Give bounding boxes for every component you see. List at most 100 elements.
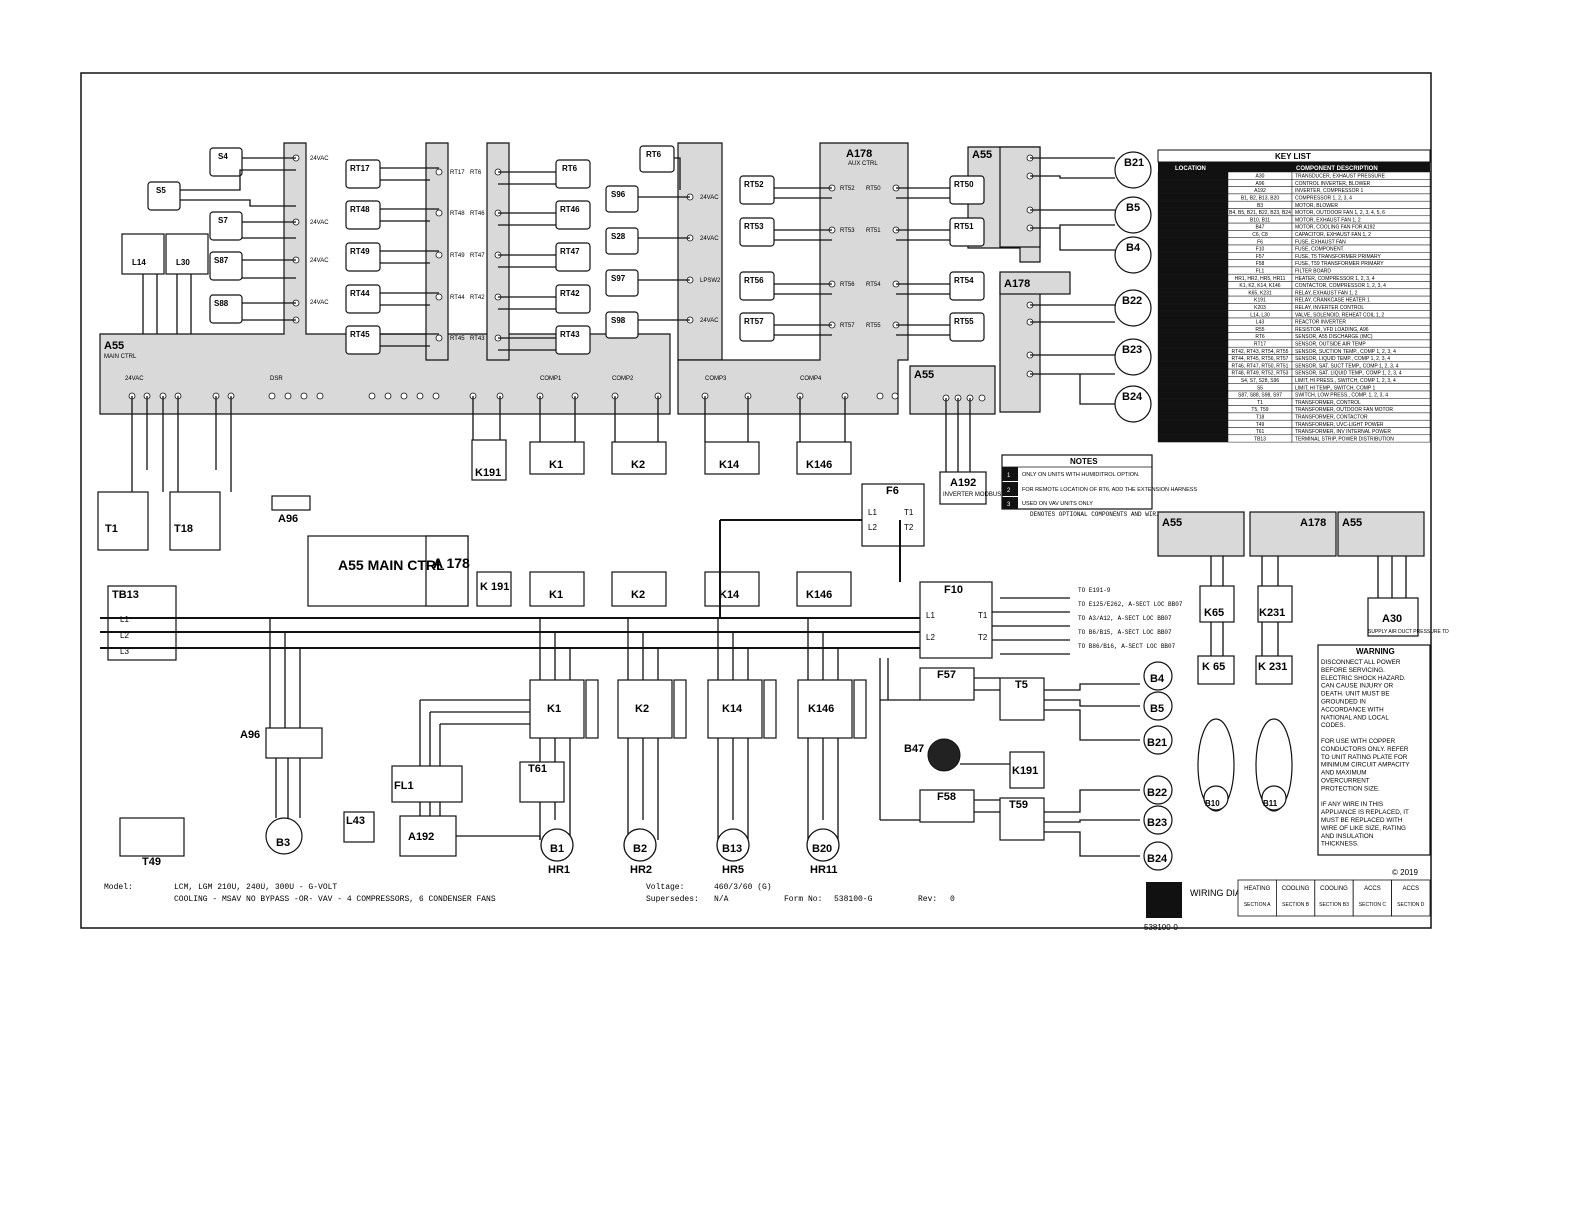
- warning-line: GROUNDED IN: [1321, 699, 1366, 706]
- svg-text:L1: L1: [120, 615, 129, 624]
- svg-text:3: 3: [1007, 502, 1011, 508]
- aux-k146-label: K146: [806, 589, 832, 601]
- key-row-description: SENSOR, A55 DISCHARGE (IMC): [1295, 334, 1373, 340]
- svg-text:RT49: RT49: [450, 253, 465, 259]
- f10-label: F10: [944, 584, 963, 596]
- warning-line: IF ANY WIRE IN THIS: [1321, 801, 1383, 808]
- key-row-component: RT17: [1254, 342, 1266, 348]
- key-row-description: CONTACTOR, COMPRESSOR 1, 2, 3, 4: [1295, 283, 1386, 289]
- contactor-k14-label: K14: [722, 703, 743, 715]
- warning-line: MUST BE REPLACED WITH: [1321, 817, 1403, 824]
- flow-cell-section: SECTION A: [1244, 902, 1271, 908]
- key-row-description: MOTOR, COOLING FAN FOR A192: [1295, 225, 1375, 231]
- sensor-rt6-remote-label: RT6: [646, 150, 662, 159]
- svg-text:RT6: RT6: [470, 170, 482, 176]
- key-row-description: TRANSFORMER, CONTROL: [1295, 400, 1361, 406]
- key-row-location-cell: [1157, 222, 1229, 231]
- key-row-location-cell: [1157, 237, 1229, 246]
- copyright: © 2019: [1392, 868, 1418, 877]
- key-row-component: T61: [1256, 429, 1265, 435]
- exhaust-relay-coils: A55 A178 A55 K65 K231 A30 SUPPLY AIR DUC…: [1157, 511, 1449, 637]
- doc-number: 538100-0: [1144, 923, 1178, 932]
- coil-k65-label: K65: [1204, 607, 1224, 619]
- key-row-component: RT46, RT47, RT50, RT51: [1232, 363, 1289, 369]
- warning-line: TO UNIT RATING PLATE FOR: [1321, 754, 1408, 761]
- key-row-location-cell: [1157, 252, 1229, 260]
- sensor-rt53-label: RT53: [744, 222, 764, 231]
- flow-cell-name: COOLING: [1282, 886, 1310, 892]
- key-row-component: RT6: [1255, 334, 1265, 340]
- key-row-component: R55: [1255, 327, 1264, 333]
- contactor-k146-label: K146: [808, 703, 834, 715]
- dest-4: TO B6/B15, A-SECT LOC BB07: [1078, 629, 1172, 636]
- title-block: Model: LCM, LGM 210U, 240U, 300U - G-VOL…: [104, 879, 1431, 932]
- warning-line: AND MAXIMUM: [1321, 770, 1366, 777]
- key-row-description: FUSE, EXHAUST FAN: [1295, 239, 1346, 245]
- key-row-component: K203: [1254, 305, 1266, 311]
- key-row-description: FUSE, T59 TRANSFORMER PRIMARY: [1295, 261, 1384, 267]
- relay-k231-label: K 231: [1258, 661, 1287, 673]
- svg-text:LPSW2: LPSW2: [700, 278, 721, 284]
- key-row-description: LIMIT, HI PRESS., SWITCH, COMP 1, 2, 3, …: [1295, 378, 1396, 384]
- warning-line: DISCONNECT ALL POWER: [1321, 659, 1401, 666]
- key-row-description: SWITCH, LOW PRESS., COMP. 1, 2, 3, 4: [1295, 393, 1388, 399]
- flow-cell: [1391, 879, 1431, 917]
- relay-k65-label: K 65: [1202, 661, 1225, 673]
- fan-b23-bottom-label: B23: [1147, 817, 1167, 829]
- key-row-location-cell: [1157, 288, 1229, 297]
- flow-cell: [1276, 879, 1316, 917]
- warning-title: WARNING: [1356, 647, 1395, 656]
- flow-cell-section: SECTION D: [1397, 902, 1425, 908]
- svg-text:T1: T1: [978, 611, 988, 620]
- supersedes-value: N/A: [714, 895, 729, 904]
- svg-text:24VAC: 24VAC: [700, 195, 719, 201]
- key-row-location-cell: [1157, 201, 1229, 209]
- sensor-rt42-label: RT42: [560, 289, 580, 298]
- key-row-description: INVERTER, COMPRESSOR 1: [1295, 188, 1363, 194]
- key-row-description: LIMIT, HI TEMP., SWITCH, COMP 1: [1295, 385, 1376, 391]
- fan-b22-top-label: B22: [1122, 295, 1142, 307]
- sensor-rt6-label: RT6: [562, 164, 578, 173]
- key-row-location-cell: [1157, 412, 1229, 421]
- key-row-component: A30: [1256, 174, 1265, 180]
- warning-line: ELECTRIC SHOCK HAZARD.: [1321, 675, 1406, 682]
- key-row-location-cell: [1157, 230, 1229, 238]
- key-row-component: F10: [1256, 247, 1265, 253]
- a55-left-label: A55: [104, 340, 124, 352]
- key-row-description: SENSOR, SAT. LIQUID TEMP., COMP 1, 2, 3,…: [1295, 371, 1402, 377]
- warning-line: CODES.: [1321, 722, 1345, 729]
- key-row-component: T18: [1256, 415, 1265, 421]
- exhaust-fans: K 65 K 231 B10 B11: [1197, 622, 1293, 812]
- svg-text:1: 1: [1007, 473, 1011, 479]
- warning-line: WIRE OF LIKE SIZE, RATING: [1321, 825, 1406, 832]
- note-3: USED ON VAV UNITS ONLY: [1022, 501, 1093, 507]
- t49-label: T49: [142, 856, 161, 868]
- key-row-location-cell: [1157, 405, 1229, 414]
- t1-label: T1: [105, 523, 118, 535]
- key-row-location-cell: [1157, 215, 1229, 224]
- sensor-rt57-label: RT57: [744, 317, 764, 326]
- key-row-description: REACTOR INVERTER: [1295, 320, 1346, 326]
- svg-text:COMP2: COMP2: [612, 376, 634, 382]
- coil-k2-label: K2: [631, 459, 645, 471]
- exhaust-fan-b10-label: B10: [1205, 799, 1220, 808]
- form-label: Form No:: [784, 895, 822, 904]
- key-row-location-cell: [1157, 266, 1229, 275]
- key-row-description: SENSOR, OUTSIDE AIR TEMP: [1295, 342, 1366, 348]
- switch-s28-label: S28: [611, 232, 626, 241]
- key-row-description: MOTOR, BLOWER: [1295, 203, 1338, 209]
- warning-line: DEATH. UNIT MUST BE: [1321, 691, 1390, 698]
- svg-text:RT53: RT53: [840, 228, 855, 234]
- svg-text:A55: A55: [1162, 517, 1182, 529]
- sensor-rt45-label: RT45: [350, 330, 370, 339]
- contactor-k1-label: K1: [547, 703, 561, 715]
- exhaust-fan-b11-label: B11: [1263, 799, 1278, 808]
- switch-s88-label: S88: [214, 299, 229, 308]
- heater-hr5-label: HR5: [722, 864, 744, 876]
- compressor-b20-label: B20: [812, 843, 832, 855]
- key-row-component: RT42, RT43, RT54, RT55: [1232, 349, 1289, 355]
- warning-line: MINIMUM CIRCUIT AMPACITY: [1321, 762, 1410, 769]
- key-row-description: CAPACITOR, EXHAUST FAN 1, 2: [1295, 232, 1371, 238]
